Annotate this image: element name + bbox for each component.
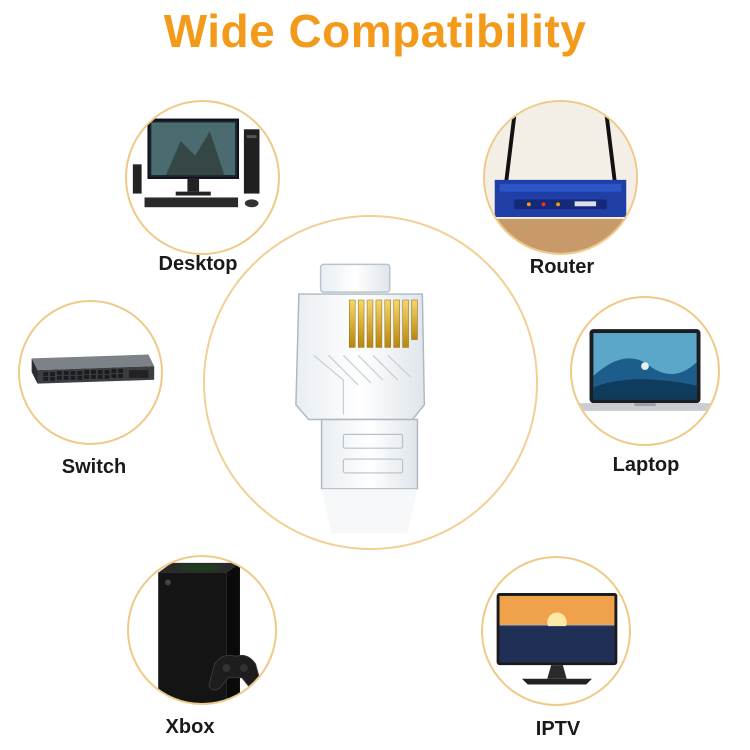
desktop-circle bbox=[125, 100, 280, 255]
device-label-desktop: Desktop bbox=[158, 253, 238, 275]
rj45-connector-icon bbox=[295, 263, 426, 534]
laptop-icon bbox=[577, 329, 713, 411]
device-label-router: Router bbox=[529, 256, 595, 278]
router-circle bbox=[483, 100, 638, 255]
desktop-computer-icon bbox=[132, 118, 260, 208]
center-product-circle bbox=[203, 215, 538, 550]
switch-circle bbox=[18, 300, 163, 445]
xbox-circle bbox=[127, 555, 277, 705]
game-console-icon bbox=[158, 562, 262, 703]
router-icon bbox=[485, 102, 636, 253]
page-title: Wide Compatibility bbox=[163, 5, 587, 57]
network-switch-icon bbox=[31, 354, 155, 384]
laptop-circle bbox=[570, 296, 720, 446]
iptv-circle bbox=[481, 556, 631, 706]
device-label-xbox: Xbox bbox=[165, 716, 215, 738]
tv-monitor-icon bbox=[496, 593, 618, 685]
device-label-iptv: IPTV bbox=[535, 718, 581, 740]
device-label-laptop: Laptop bbox=[612, 454, 680, 476]
device-label-switch: Switch bbox=[61, 456, 127, 478]
